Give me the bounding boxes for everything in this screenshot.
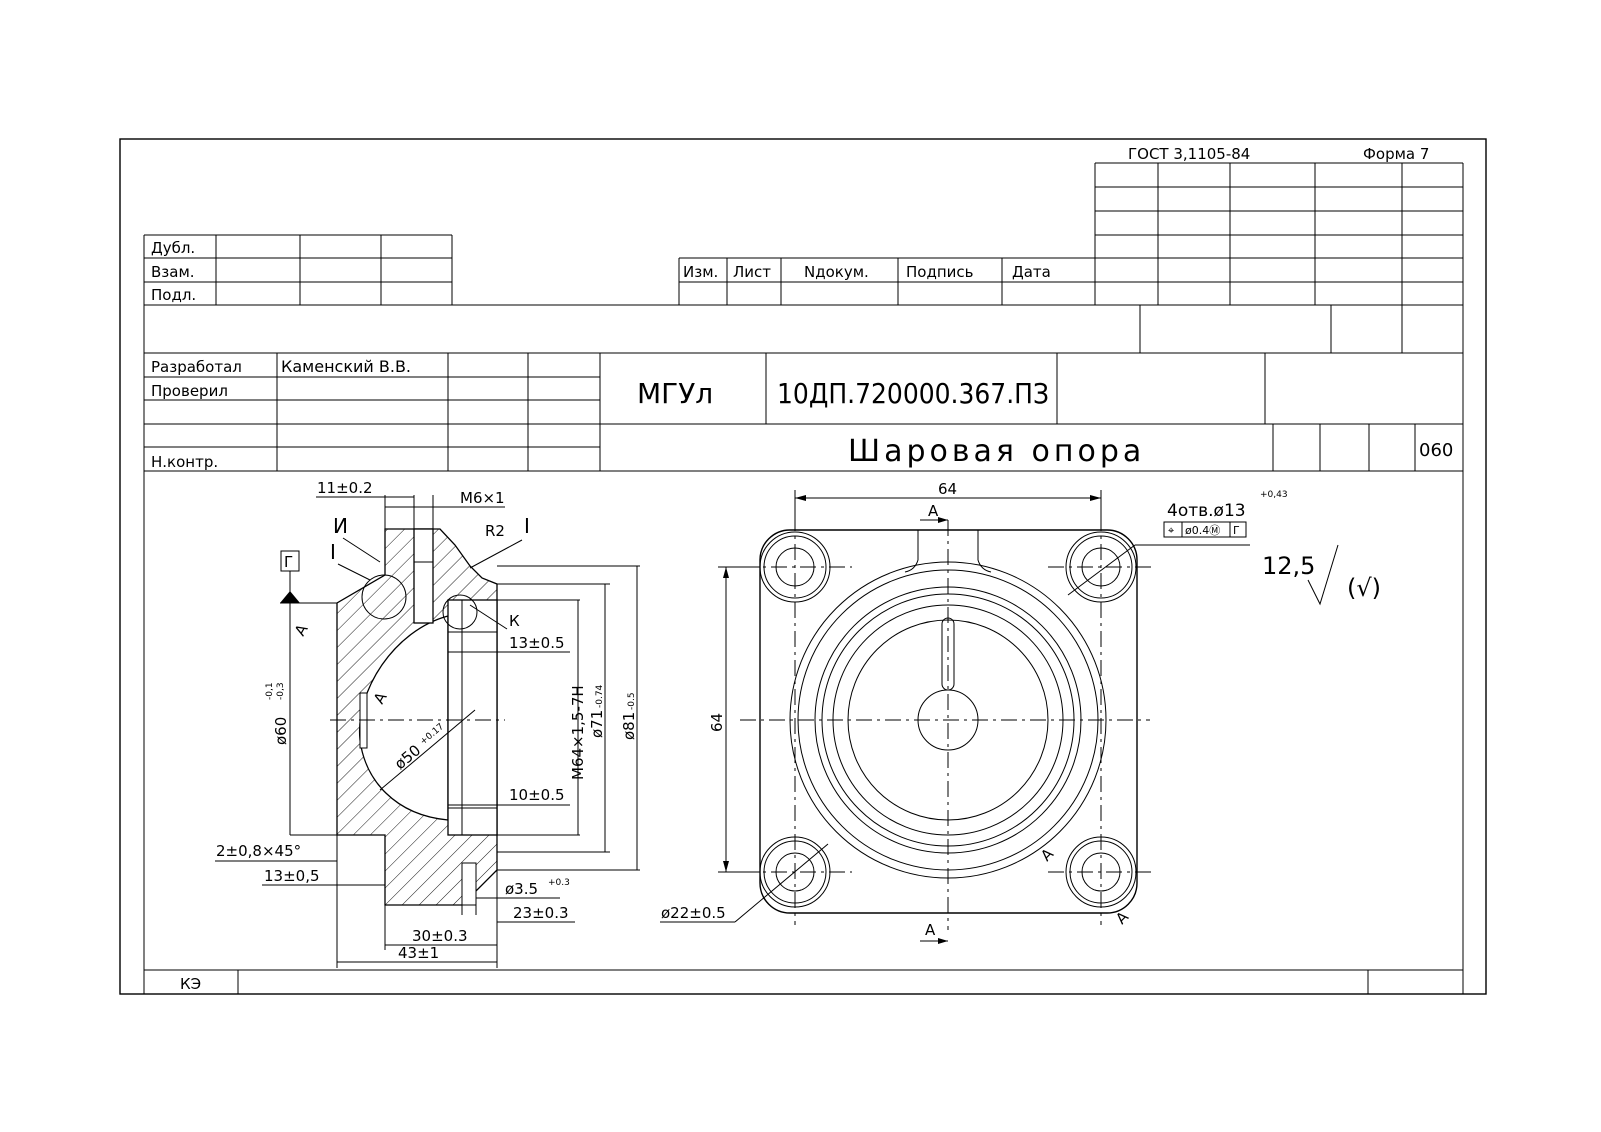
- section-view: Г И I I R2 К А А 11±0.2 М6×1 М64: [215, 479, 640, 968]
- row-podl: Подл.: [151, 286, 196, 304]
- dim-13-bottom: 13±0,5: [264, 867, 320, 885]
- change-header-row: Изм. Лист Nдокум. Подпись Дата: [678, 257, 1095, 305]
- dim-d35-tol: +0.3: [548, 878, 570, 888]
- sheet-code: 060: [1419, 440, 1453, 461]
- dim-11: 11±0.2: [317, 479, 373, 497]
- tol-datum: Г: [1233, 524, 1240, 537]
- organization: МГУл: [637, 377, 713, 410]
- dim-d35: ø3.5: [505, 880, 538, 898]
- label-I-detail-3: I: [524, 514, 530, 538]
- dim-d71-tol: -0.74: [595, 684, 605, 708]
- top-hole: [413, 528, 434, 624]
- left-replacement-table: Дубл. Взам. Подл.: [143, 234, 453, 305]
- hdr-data: Дата: [1012, 263, 1051, 281]
- row-dubl: Дубл.: [151, 239, 195, 257]
- label-K: К: [509, 612, 520, 630]
- holes-tol: +0,43: [1260, 490, 1288, 500]
- tol-value: ø0.4Ⓜ: [1185, 524, 1220, 537]
- top-right-grid: ГОСТ 3,1105-84 Форма 7: [1094, 145, 1464, 305]
- role-checker: Проверил: [151, 382, 228, 400]
- tolerance-frame: ⌖ ø0.4Ⓜ Г: [1163, 521, 1247, 538]
- section-mark-bottom: А: [925, 921, 936, 939]
- drawing-title: Шаровая опора: [848, 434, 1145, 469]
- detail-circle-2: [442, 594, 478, 630]
- row-vzam: Взам.: [151, 263, 195, 281]
- roughness-mark: 12,5 (√): [1262, 544, 1381, 606]
- sheet-frame: КЭ: [119, 138, 1487, 995]
- bottom-code: КЭ: [180, 975, 201, 993]
- dim-30: 30±0.3: [412, 927, 468, 945]
- detail-circle-1: [361, 574, 407, 620]
- plan-view: 64 64 А А А А 4отв.ø13 +0,43 ⌖ ø0.4Ⓜ Г: [660, 480, 1288, 944]
- hdr-ndokum: Nдокум.: [804, 263, 869, 281]
- dim-13-top: 13±0.5: [509, 634, 565, 652]
- section-mark-1: А: [291, 620, 312, 639]
- tol-position-symbol: ⌖: [1168, 524, 1174, 537]
- dim-height-64: 64: [708, 713, 726, 732]
- dim-d60-tol-up: -0,1: [265, 682, 275, 700]
- dim-d60: ø60: [272, 717, 290, 745]
- roughness-value: 12,5: [1262, 552, 1315, 580]
- role-normcontrol: Н.контр.: [151, 453, 218, 471]
- dim-43: 43±1: [398, 944, 439, 962]
- dim-23: 23±0.3: [513, 904, 569, 922]
- document-number: 10ДП.720000.367.ПЗ: [777, 377, 1049, 410]
- dim-d60-tol-low: -0,3: [276, 682, 286, 700]
- label-I-detail: И: [333, 514, 348, 538]
- holes-callout: 4отв.ø13: [1167, 501, 1246, 521]
- dim-thread-m64: М64×1,5-7Н: [569, 685, 587, 780]
- dim-d22: ø22±0.5: [661, 904, 726, 922]
- radius-label: R2: [485, 522, 505, 540]
- threaded-bore: [447, 599, 498, 836]
- section-mark-top: А: [928, 502, 939, 520]
- dim-d81-tol: -0.5: [627, 692, 637, 710]
- dim-d81: ø81: [620, 712, 638, 740]
- roughness-other: (√): [1347, 574, 1381, 602]
- hdr-podpis: Подпись: [906, 263, 973, 281]
- section-mark-right: А: [1037, 844, 1058, 865]
- section-mark-right-2: А: [1112, 907, 1133, 928]
- gost-label: ГОСТ 3,1105-84: [1128, 145, 1250, 163]
- hdr-list: Лист: [733, 263, 771, 281]
- role-developer: Разработал: [151, 358, 242, 376]
- dim-10: 10±0.5: [509, 786, 565, 804]
- hdr-izm: Изм.: [683, 263, 718, 281]
- datum-label: Г: [284, 553, 293, 571]
- dim-chamfer: 2±0,8×45°: [216, 842, 301, 860]
- dim-thread-m6: М6×1: [460, 489, 505, 507]
- pin-hole: [461, 862, 477, 906]
- title-block: Разработал Проверил Н.контр. Каменский В…: [144, 305, 1463, 472]
- developer-name: Каменский В.В.: [281, 357, 411, 376]
- label-I-detail-2: I: [330, 540, 336, 564]
- dim-d71: ø71: [588, 710, 606, 738]
- dim-width-64: 64: [938, 480, 957, 498]
- form-label: Форма 7: [1363, 145, 1429, 163]
